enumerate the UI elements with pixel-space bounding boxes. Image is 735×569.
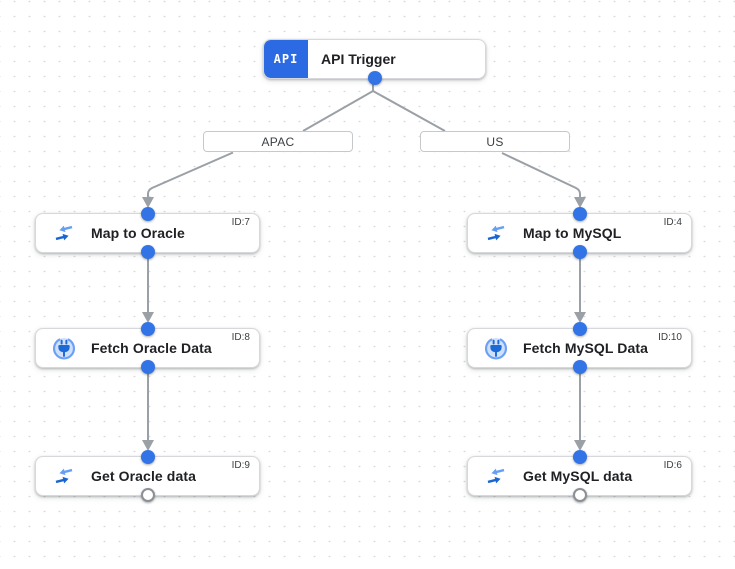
input-port[interactable] [572, 450, 587, 464]
input-port[interactable] [140, 450, 155, 464]
data-mapping-icon [483, 463, 509, 489]
task-title: Get Oracle data [91, 468, 196, 484]
output-port[interactable] [572, 360, 587, 374]
edge-label-us[interactable]: US [420, 131, 570, 152]
input-port[interactable] [572, 207, 587, 221]
edge-label-text: US [486, 134, 504, 149]
task-id-badge: ID:6 [663, 460, 682, 471]
output-port[interactable] [572, 245, 587, 259]
edge-label-text: APAC [261, 134, 295, 149]
data-mapping-icon [51, 220, 77, 246]
task-node-map-to-mysql[interactable]: Map to MySQL ID:4 [467, 207, 692, 259]
connector-icon [51, 335, 77, 361]
data-mapping-icon [483, 220, 509, 246]
task-title: Map to Oracle [91, 225, 185, 241]
task-title: Map to MySQL [523, 225, 622, 241]
task-id-badge: ID:8 [231, 332, 250, 343]
task-title: Fetch MySQL Data [523, 340, 649, 356]
output-port[interactable] [140, 360, 155, 374]
api-badge-icon: API [264, 40, 308, 78]
task-node-map-to-oracle[interactable]: Map to Oracle ID:7 [35, 207, 260, 259]
task-id-badge: ID:4 [663, 217, 682, 228]
input-port[interactable] [140, 207, 155, 221]
output-port[interactable] [367, 71, 382, 85]
input-port[interactable] [572, 322, 587, 336]
connector-icon [483, 335, 509, 361]
task-id-badge: ID:7 [231, 217, 250, 228]
task-node-fetch-mysql-data[interactable]: Fetch MySQL Data ID:10 [467, 322, 692, 374]
input-port[interactable] [140, 322, 155, 336]
task-title: Fetch Oracle Data [91, 340, 212, 356]
end-port[interactable] [572, 488, 587, 502]
task-id-badge: ID:10 [658, 332, 682, 343]
api-trigger-node[interactable]: API API Trigger [263, 39, 486, 85]
end-port[interactable] [140, 488, 155, 502]
edge-us-branch [501, 152, 581, 198]
edge-trigger-split [302, 89, 446, 132]
edge-apac-branch [147, 151, 234, 198]
trigger-title: API Trigger [321, 51, 396, 67]
edge-label-apac[interactable]: APAC [203, 131, 353, 152]
task-title: Get MySQL data [523, 468, 633, 484]
task-id-badge: ID:9 [231, 460, 250, 471]
output-port[interactable] [140, 245, 155, 259]
task-node-get-oracle-data[interactable]: Get Oracle data ID:9 [35, 450, 260, 502]
data-mapping-icon [51, 463, 77, 489]
task-node-get-mysql-data[interactable]: Get MySQL data ID:6 [467, 450, 692, 502]
task-node-fetch-oracle-data[interactable]: Fetch Oracle Data ID:8 [35, 322, 260, 374]
